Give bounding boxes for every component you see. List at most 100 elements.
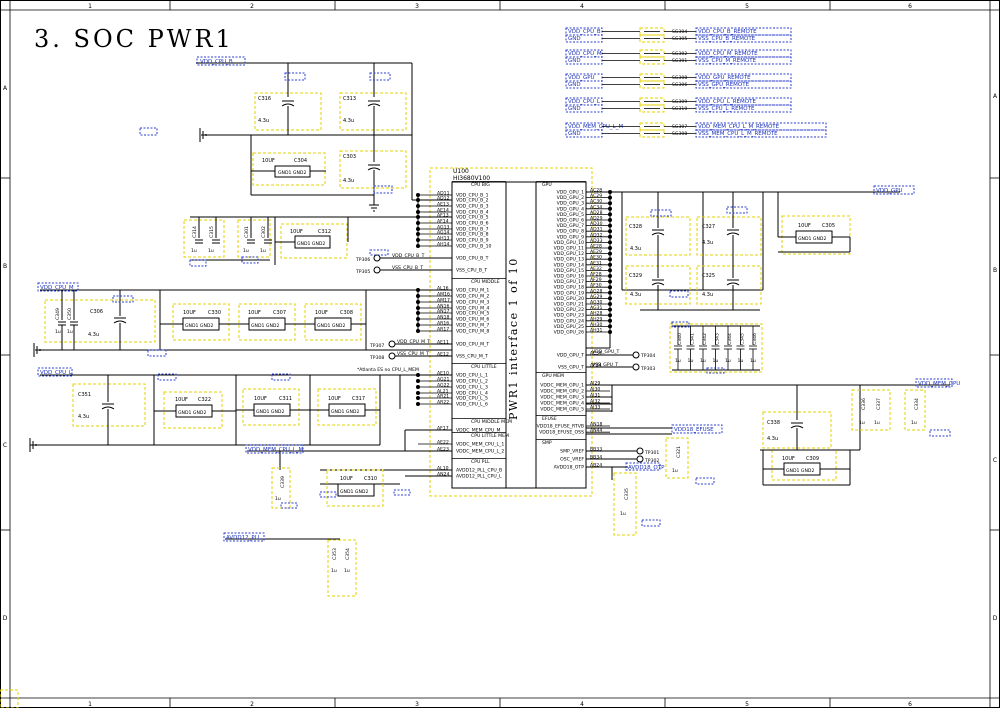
chip-pin-signal: VDD_CPU_L_2 bbox=[456, 379, 488, 385]
chip-pin-signal: VSS_CPU_M_T bbox=[456, 354, 488, 360]
gpu-cap-bank: C3401uC3411uC3421uC3431uC3441uC3451uC346… bbox=[674, 326, 758, 370]
chip-pin-signal: VDD_CPU_L_3 bbox=[456, 385, 488, 391]
chip-pin-ball: AN16 bbox=[437, 304, 450, 310]
chip-pin-ball: AF28 bbox=[590, 272, 602, 278]
chip-pin-signal: VDD_CPU_M_7 bbox=[456, 323, 489, 329]
chip-section-header: CPU MIDDLE MEM bbox=[471, 419, 512, 425]
cpu-middle-decoupling: VDD_CPU_M C349 C350 1u 1u C306 4.3u 10UF… bbox=[33, 282, 452, 357]
jumper-net-a: GND bbox=[568, 106, 581, 112]
chip-pin-ball: AE32 bbox=[590, 266, 602, 272]
chip-pin-signal: VDD_CPU_B_5 bbox=[456, 215, 489, 221]
jumper-net-b-flag bbox=[695, 104, 792, 113]
chip-pin-ball: AE22 bbox=[437, 440, 449, 446]
cap-c309-ref: C309 bbox=[806, 456, 819, 462]
cap-c337-ref: C337 bbox=[876, 398, 882, 410]
cap-c306-value: 4.3u bbox=[88, 332, 99, 338]
cap-c308-ref: C308 bbox=[340, 310, 353, 316]
jumper-ref: SG304 bbox=[672, 29, 687, 35]
chip-section-header: EFUSE bbox=[542, 416, 557, 422]
chip-pin-signal: VDD_CPU_B_6 bbox=[456, 221, 489, 227]
svg-text:GND1 GND2: GND1 GND2 bbox=[340, 489, 368, 495]
cap-c353-box bbox=[327, 539, 357, 597]
u100-chip: U100 HI3680V100 PWR1 interface 1 of 10 C… bbox=[399, 167, 612, 497]
cap-c303-box bbox=[339, 150, 407, 189]
net-label-vdd-mem-cpu: VDD_MEM_CPU_L_M bbox=[248, 447, 303, 453]
cap-c307-value: 10UF bbox=[248, 310, 261, 316]
cap-c336-box bbox=[851, 389, 891, 431]
chip-pin-ball: AE34 bbox=[590, 351, 602, 357]
gpu-bank-cap-ref: C342 bbox=[702, 333, 708, 345]
cap-c317-ref: C317 bbox=[352, 396, 365, 402]
chip-pin-ball: AF17 bbox=[437, 426, 449, 432]
cpu-little-decoupling: VDD_CPU_L *Atlanta ES no CPU_L_MEM C351 … bbox=[29, 367, 452, 452]
cpu-mem-decoupling: VDD_MEM_CPU_L_M C339 1u 10UF C310 GND1 G… bbox=[223, 429, 452, 597]
chip-left-pins: CPU BIGVDD_CPU_B_1AD11VDD_CPU_B_2AD12VDD… bbox=[399, 181, 512, 480]
cap-c312-ref: C312 bbox=[318, 229, 331, 235]
chip-pin-signal: VDDC_MEM_CPU_L_1 bbox=[456, 442, 504, 448]
row-label-c-right: C bbox=[993, 457, 997, 464]
chip-pin-signal: VDDC_MEM_GPU_1 bbox=[540, 383, 584, 389]
net-label-avdd18-otp: AVDD18_OTP bbox=[628, 465, 665, 471]
chip-pin-signal: VDD_GPU_23 bbox=[554, 313, 584, 319]
cap-c308-box bbox=[304, 303, 362, 341]
chip-pin-signal: VDD_GPU_13 bbox=[554, 257, 584, 263]
chip-pin-signal: VDD18_EFUSE_OSS bbox=[539, 430, 584, 436]
chip-pin-signal: VDD_CPU_B_8 bbox=[456, 232, 489, 238]
chip-pin-signal: VDD_GPU_10 bbox=[554, 240, 584, 246]
cap-c303-value: 4.3u bbox=[343, 178, 354, 184]
cap-c321-value: 1u bbox=[672, 468, 678, 474]
test-points-cpu-m: TP307 TP308 VDD_CPU_M_T VSS_CPU_M_T bbox=[369, 339, 452, 361]
net-flag-avdd18-otp bbox=[625, 462, 661, 471]
ground-symbol bbox=[33, 343, 41, 357]
chip-pin-ball: AH29 bbox=[590, 316, 603, 322]
chip-pin-signal: VDD_CPU_B_1 bbox=[456, 193, 489, 199]
chip-pin-ball: AJ33 bbox=[590, 405, 600, 411]
cap-c305-ref: C305 bbox=[822, 223, 835, 229]
jumper-ref: SG305 bbox=[672, 36, 687, 42]
col-label-1-top: 1 bbox=[88, 3, 92, 10]
chip-pin-ball: AE11 bbox=[437, 340, 449, 346]
test-points-cpu-b: TP306 TP305 VDD_CPU_B_T VSS_CPU_B_T bbox=[355, 249, 452, 275]
chip-pin-signal: VDD_CPU_M_1 bbox=[456, 288, 489, 294]
chip-pin-ball: AL10 bbox=[437, 466, 449, 472]
chip-pin-ball: AG30 bbox=[590, 300, 603, 306]
ref-box bbox=[369, 72, 391, 81]
junction-dot bbox=[416, 385, 420, 389]
cap-c315-ref: C315 bbox=[209, 226, 215, 238]
col-label-4-top: 4 bbox=[580, 3, 584, 10]
chip-pin-signal: VDD_GPU_16 bbox=[554, 274, 584, 280]
jumper-net-b: VDD_CPU_B_REMOTE bbox=[698, 29, 757, 35]
col-label-6-top: 6 bbox=[908, 3, 912, 10]
cpu-big-decoupling: VDD_CPU_B C316 4.3u C313 4.3u C303 4.3u bbox=[139, 56, 452, 212]
chip-section-header: CPU BIG bbox=[471, 182, 490, 188]
chip-pin-signal: VDD_GPU_22 bbox=[554, 307, 584, 313]
cap-c353-ref: C353 bbox=[332, 548, 338, 560]
gpu-bank-cap-ref: C343 bbox=[715, 333, 721, 345]
ref-box bbox=[373, 185, 393, 194]
chip-part: HI3680V100 bbox=[453, 175, 490, 182]
cap-c354-value: 1u bbox=[344, 568, 350, 574]
chip-pin-ball: AD29 bbox=[590, 216, 603, 222]
gpu-bank-cap-ref: C346 bbox=[752, 333, 758, 345]
chip-section-header: GPU bbox=[542, 182, 552, 188]
chip-pin-ball: AE31 bbox=[590, 260, 602, 266]
test-points-gpu: VDD_GPU_T VSS_GPU_T TP304 TP303 bbox=[586, 349, 655, 372]
cap-bank-gpu-box bbox=[669, 323, 763, 373]
ref-box bbox=[695, 477, 715, 485]
tp307-net: VDD_CPU_M_T bbox=[397, 339, 430, 345]
chip-pin-signal: VDD_GPU_9 bbox=[557, 234, 585, 240]
chip-pin-ball: AD12 bbox=[437, 196, 450, 202]
jumper-net-b-flag bbox=[695, 97, 792, 106]
cap-c317-value: 10UF bbox=[328, 396, 341, 402]
cap-c308-value: 10UF bbox=[315, 310, 328, 316]
tp302-ref: TP302 bbox=[644, 458, 659, 464]
chip-pin-signal: VDD_CPU_L_5 bbox=[456, 396, 488, 402]
chip-pin-signal: VDD_CPU_B_9 bbox=[456, 238, 489, 244]
cap-c322-box bbox=[163, 391, 223, 429]
tp301-ref: TP301 bbox=[644, 450, 659, 456]
col-label-6-bottom: 6 bbox=[908, 701, 912, 708]
chip-pin-ball: AE13 bbox=[437, 202, 449, 208]
chip-pin-signal: VDD_GPU_17 bbox=[554, 279, 584, 285]
chip-pin-ball: AH14 bbox=[437, 242, 450, 248]
chip-pin-signal: VSS_CPU_B_T bbox=[456, 268, 487, 274]
